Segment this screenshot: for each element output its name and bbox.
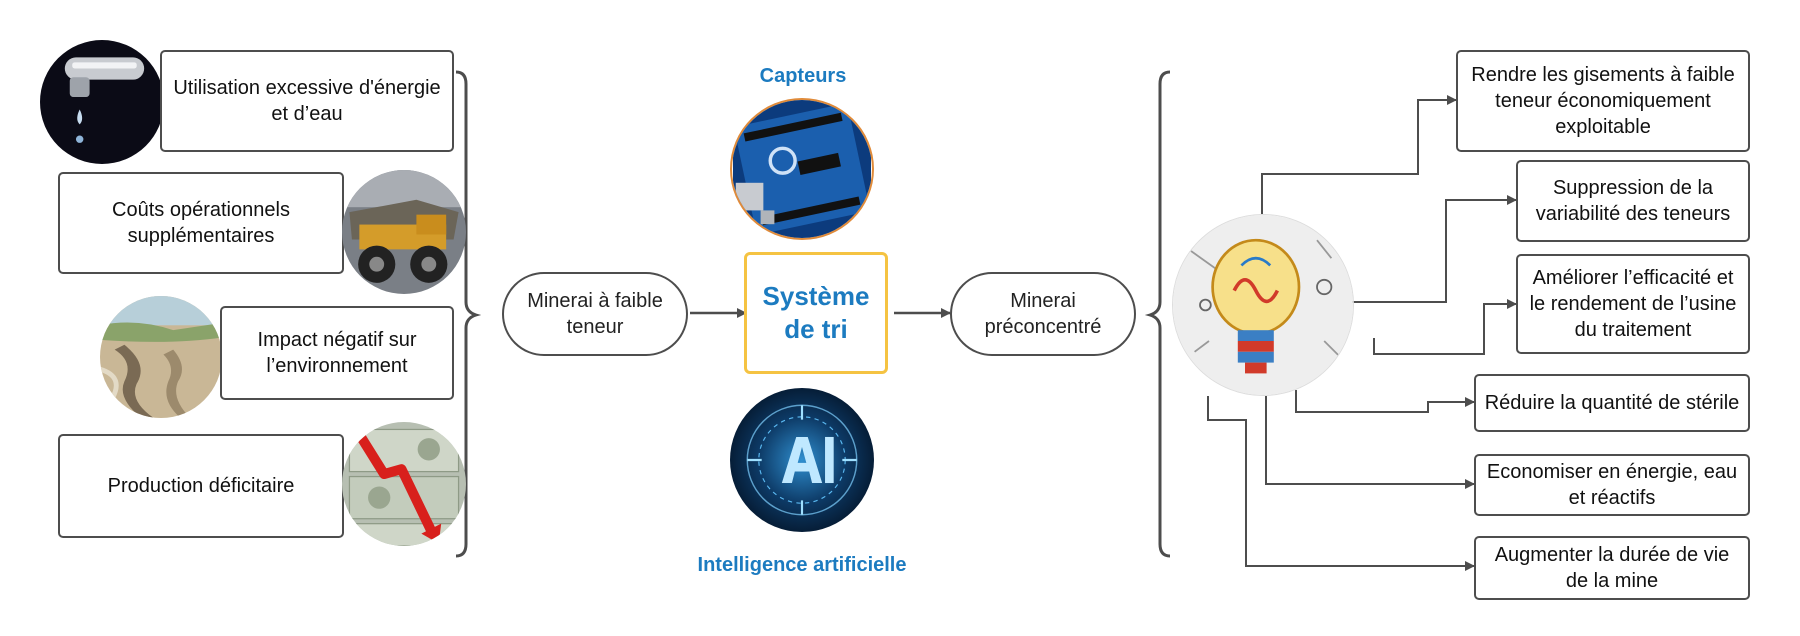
water-tap-icon xyxy=(40,40,164,164)
output-ore-label: Minerai préconcentré xyxy=(984,290,1102,338)
mining-truck-icon xyxy=(342,170,466,294)
benefit-label-2: Suppression de la variabilité des teneur… xyxy=(1535,177,1731,225)
arduino-board-icon xyxy=(730,98,874,240)
problem-label-2: Coûts opérationnels supplémentaires xyxy=(112,199,290,247)
connector-benefit-5 xyxy=(1265,396,1475,489)
benefit-label-1: Rendre les gisements à faible teneur éco… xyxy=(1471,64,1735,138)
benefit-box-2: Suppression de la variabilité des teneur… xyxy=(1516,160,1750,242)
connector-benefit-2 xyxy=(1352,195,1517,303)
output-ore-node: Minerai préconcentré xyxy=(950,272,1136,356)
benefit-box-6: Augmenter la durée de vie de la mine xyxy=(1474,536,1750,600)
problem-label-3: Impact négatif sur l’environnement xyxy=(257,329,417,377)
connector-benefit-3 xyxy=(1373,299,1517,355)
sensors-caption: Capteurs xyxy=(759,65,847,87)
input-ore-node: Minerai à faible teneur xyxy=(502,272,688,356)
right-brace xyxy=(1144,70,1171,558)
connector-benefit-4 xyxy=(1295,390,1475,413)
sorting-system-label: Système de tri xyxy=(762,281,870,344)
declining-chart-money-icon xyxy=(342,422,466,546)
benefit-box-1: Rendre les gisements à faible teneur éco… xyxy=(1456,50,1750,152)
ai-circuit-icon xyxy=(730,388,874,532)
problem-box-3: Impact négatif sur l’environnement xyxy=(220,306,454,400)
problem-label-1: Utilisation excessive d'énergie et d’eau xyxy=(173,77,441,125)
benefit-box-4: Réduire la quantité de stérile xyxy=(1474,374,1750,432)
problem-box-2: Coûts opérationnels supplémentaires xyxy=(58,172,344,274)
benefit-box-3: Améliorer l’efficacité et le rendement d… xyxy=(1516,254,1750,354)
problem-box-1: Utilisation excessive d'énergie et d’eau xyxy=(160,50,454,152)
connector-benefit-1 xyxy=(1261,95,1457,214)
eroded-landscape-icon xyxy=(100,296,222,418)
left-brace xyxy=(455,70,482,558)
lightbulb-idea-icon xyxy=(1172,214,1354,396)
sorting-system-node: Système de tri xyxy=(744,252,888,374)
problem-label-4: Production déficitaire xyxy=(107,475,295,497)
benefit-label-3: Améliorer l’efficacité et le rendement d… xyxy=(1529,267,1737,341)
input-ore-label: Minerai à faible teneur xyxy=(527,290,663,338)
benefit-label-6: Augmenter la durée de vie de la mine xyxy=(1494,544,1730,592)
benefit-box-5: Economiser en énergie, eau et réactifs xyxy=(1474,454,1750,516)
benefit-label-4: Réduire la quantité de stérile xyxy=(1484,392,1740,414)
connector-benefit-6 xyxy=(1207,396,1475,571)
problem-box-4: Production déficitaire xyxy=(58,434,344,538)
benefit-label-5: Economiser en énergie, eau et réactifs xyxy=(1486,461,1738,509)
ai-caption: Intelligence artificielle xyxy=(697,554,907,576)
